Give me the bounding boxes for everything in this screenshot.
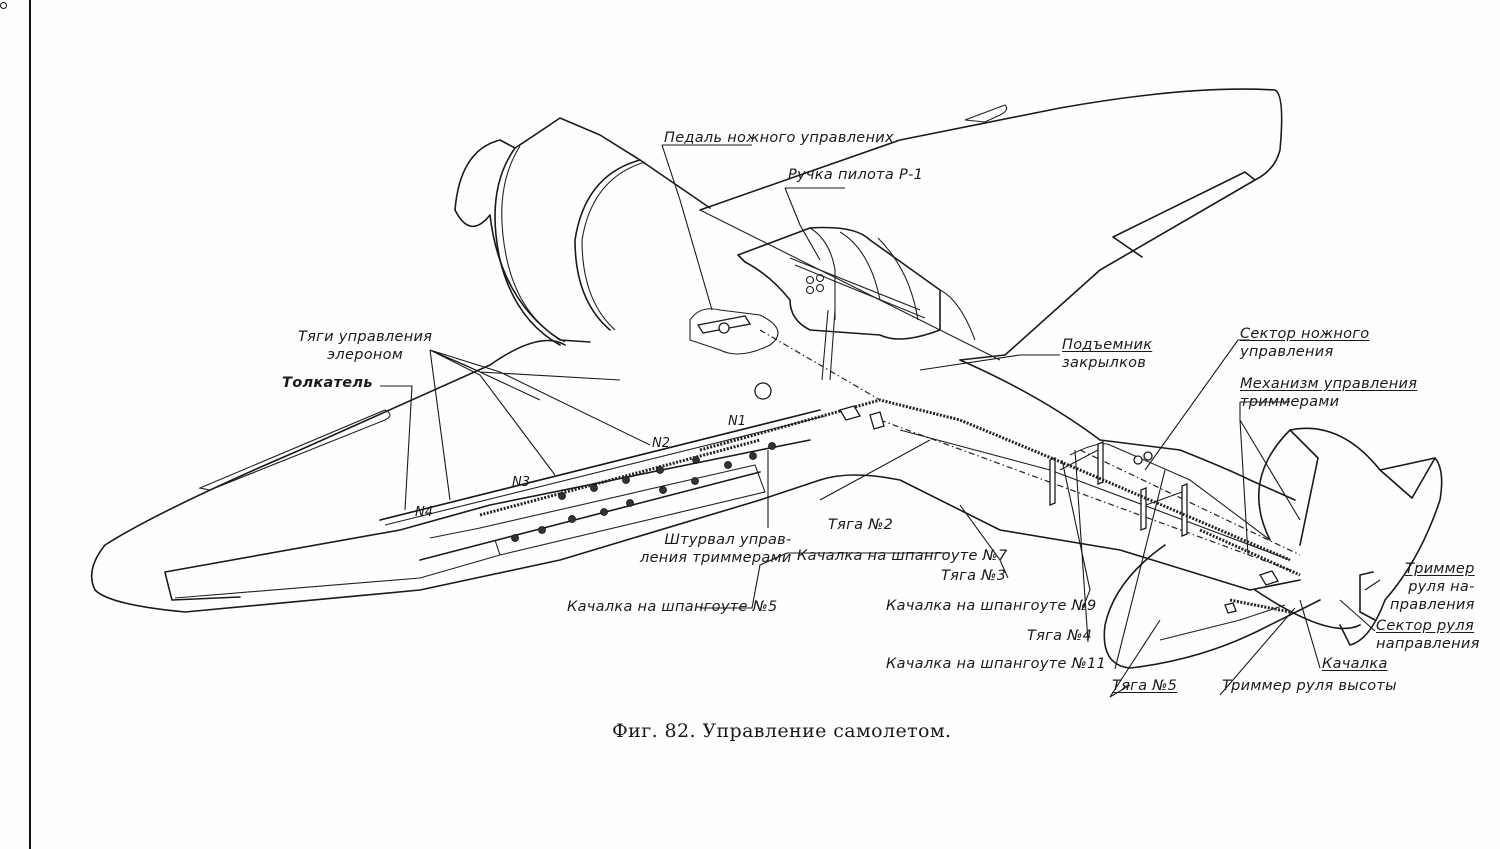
label-foot-sector-line2: управления xyxy=(1240,344,1334,360)
label-aileron-rods-line2: элероном xyxy=(327,347,404,363)
label-trim-mechanism-line2: триммерами xyxy=(1240,394,1340,410)
marker-n2: N2 xyxy=(652,436,670,451)
leader-lines xyxy=(380,144,1381,698)
label-trim-mechanism: Механизм управления триммерами xyxy=(1240,375,1417,411)
marker-n4: N4 xyxy=(415,505,433,520)
right-wing xyxy=(699,88,1283,361)
engine-cowling xyxy=(454,117,711,346)
label-rod3: Тяга №3 xyxy=(941,567,1006,585)
page-margin-line xyxy=(29,0,31,849)
label-trim-wheel-line1: Штурвал управ- xyxy=(664,532,792,548)
label-rocker9: Качалка на шпангоуте №9 xyxy=(886,597,1097,615)
label-rudder-sector-line1: Сектор руля xyxy=(1376,618,1475,634)
tail-fin-rudder xyxy=(1258,427,1443,646)
label-flap-lift-line2: закрылков xyxy=(1062,355,1147,371)
label-foot-sector-line1: Сектор ножного xyxy=(1240,326,1370,342)
punch-hole-mark xyxy=(0,2,7,9)
label-aileron-rods: Тяги управления элероном xyxy=(298,328,432,364)
label-rod5: Тяга №5 xyxy=(1112,677,1177,695)
control-hardware xyxy=(839,405,1279,614)
label-stick: Ручка пилота Р-1 xyxy=(788,166,923,184)
label-foot-sector: Сектор ножного управления xyxy=(1240,325,1369,361)
label-rudder-sector-line2: направления xyxy=(1376,636,1480,652)
label-trim-wheel-line2: ления триммерами xyxy=(640,550,792,566)
label-rocker5: Качалка на шпангоуте №5 xyxy=(567,598,778,616)
label-rod4: Тяга №4 xyxy=(1027,627,1092,645)
marker-n3: N3 xyxy=(512,475,530,490)
label-aileron-rods-line1: Тяги управления xyxy=(298,329,433,345)
figure-caption: Фиг. 82. Управление самолетом. xyxy=(612,720,952,742)
label-rocker: Качалка xyxy=(1322,655,1388,673)
label-pusher: Толкатель xyxy=(282,374,373,392)
label-pedal: Педаль ножного управлених xyxy=(664,129,894,147)
canopy xyxy=(737,226,976,341)
wing-holes xyxy=(511,442,776,542)
label-rod3-text: Тяга №3 xyxy=(941,568,1007,584)
label-rod2: Тяга №2 xyxy=(828,516,893,534)
label-rudder-trim-line1: Триммер xyxy=(1405,561,1475,577)
label-rocker-text: Качалка xyxy=(1322,656,1388,672)
label-elevator-trim: Триммер руля высоты xyxy=(1222,677,1397,695)
horizontal-stabilizer xyxy=(1103,544,1361,669)
label-rudder-trim-line2: руля на- xyxy=(1408,579,1475,595)
label-flap-lift: Подъемник закрылков xyxy=(1062,336,1152,372)
label-rocker7-text: Качалка на шпангоуте №7 xyxy=(797,548,1008,564)
label-elevator-trim-text: Триммер руля высоты xyxy=(1222,678,1397,694)
label-rod2-text: Тяга №2 xyxy=(828,517,894,533)
label-rudder-sector: Сектор руля направления xyxy=(1376,617,1480,653)
label-rod5-text: Тяга №5 xyxy=(1112,678,1178,694)
pedal-assembly xyxy=(689,308,779,400)
label-trim-wheel: Штурвал управ- ления триммерами xyxy=(640,531,792,567)
label-rocker7: Качалка на шпангоуте №7 xyxy=(797,547,1008,565)
label-stick-text: Ручка пилота Р-1 xyxy=(788,167,924,183)
label-rocker9-text: Качалка на шпангоуте №9 xyxy=(886,598,1097,614)
label-flap-lift-line1: Подъемник xyxy=(1062,337,1153,353)
label-pusher-text: Толкатель xyxy=(282,375,373,391)
label-pedal-text: Педаль ножного управлених xyxy=(664,130,894,146)
fuselage-frames xyxy=(1049,441,1188,537)
label-trim-mechanism-line1: Механизм управления xyxy=(1240,376,1418,392)
label-rocker11: Качалка на шпангоуте №11 xyxy=(886,655,1106,673)
label-rocker5-text: Качалка на шпангоуте №5 xyxy=(567,599,778,615)
label-rudder-trim-line3: правления xyxy=(1390,597,1475,613)
marker-n1: N1 xyxy=(728,414,746,429)
label-rod4-text: Тяга №4 xyxy=(1027,628,1093,644)
left-wing xyxy=(90,339,826,613)
label-rocker11-text: Качалка на шпангоуте №11 xyxy=(886,656,1107,672)
label-rudder-trim: Триммер руля на- правления xyxy=(1390,560,1475,614)
control-rods xyxy=(479,309,1301,614)
